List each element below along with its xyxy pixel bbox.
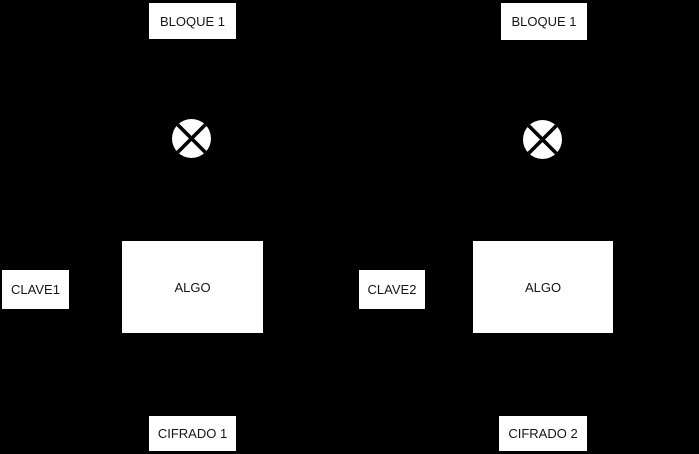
key-node-2: CLAVE2 <box>359 270 425 309</box>
key-node-1: CLAVE1 <box>2 270 69 309</box>
cipher-output-node-1: CIFRADO 1 <box>149 416 236 451</box>
xor-icon <box>172 119 211 158</box>
block-node-1: BLOQUE 1 <box>149 3 236 39</box>
algorithm-node-2: ALGO <box>473 241 613 333</box>
xor-icon <box>523 120 562 159</box>
algorithm-node-1: ALGO <box>122 241 263 333</box>
block-node-2: BLOQUE 1 <box>501 3 587 40</box>
cipher-output-node-2: CIFRADO 2 <box>499 416 587 451</box>
